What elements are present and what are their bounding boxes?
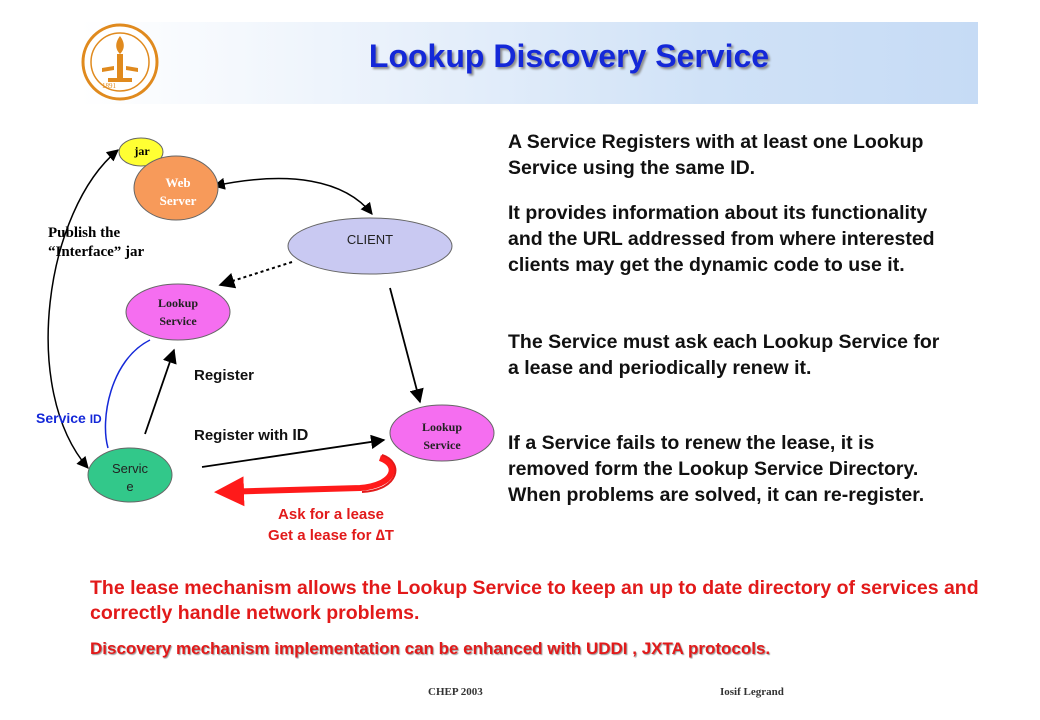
web-client-arrow [212,177,373,215]
ask-lease-label: Ask for a lease [278,506,384,523]
lease-summary-text: The lease mechanism allows the Lookup Se… [90,577,979,624]
client-lookup2-arrow [389,287,424,404]
register-with-suffix: ID [292,427,309,444]
register-with-id-arrow [201,434,386,468]
service-label: Servic e [111,461,149,494]
footer-conference: CHEP 2003 [428,686,483,698]
paragraph-removal: If a Service fails to renew the lease, i… [508,432,925,506]
lease-arrow [214,455,395,507]
register-with-prefix: Register with [194,427,293,444]
title-banner [80,22,978,104]
register-label: Register [194,367,255,384]
footer-author: Iosif Legrand [720,686,784,698]
jar-node [118,137,164,167]
service-id-arrow [104,339,151,449]
discovery-note-text: Discovery mechanism implementation can b… [90,639,771,658]
client-node [287,217,453,275]
web-server-label: Web Server [159,175,197,208]
web-server-node [133,155,219,221]
client-lookup-dotted-arrow [218,261,293,289]
jar-label: jar [134,144,150,158]
get-lease-label: Get a lease for ∆T [268,527,394,544]
publish-arrow [47,149,119,469]
publish-label: Publish the “Interface” jar [48,225,145,260]
caltech-seal-logo: 1891 [81,23,159,101]
paragraph-lease: The Service must ask each Lookup Service… [508,331,940,379]
paragraph-functionality: It provides information about its functi… [508,202,935,276]
register-with-id-label: Register with ID [194,427,308,445]
lookup-service-1-label: Lookup Service [157,296,199,328]
service-id-suffix: ID [89,412,102,426]
service-id-label: Service ID [36,410,102,426]
client-label: CLIENT [346,232,394,247]
paragraph-registration: A Service Registers with at least one Lo… [508,131,924,179]
lookup-service-2-node [389,404,495,462]
service-node [87,447,173,503]
svg-text:1891: 1891 [102,82,117,90]
lookup-service-1-node [125,283,231,341]
register-arrow [144,348,177,435]
page-title: Lookup Discovery Service [368,38,770,74]
lookup-service-2-label: Lookup Service [421,420,463,452]
service-id-prefix: Service [36,410,90,426]
